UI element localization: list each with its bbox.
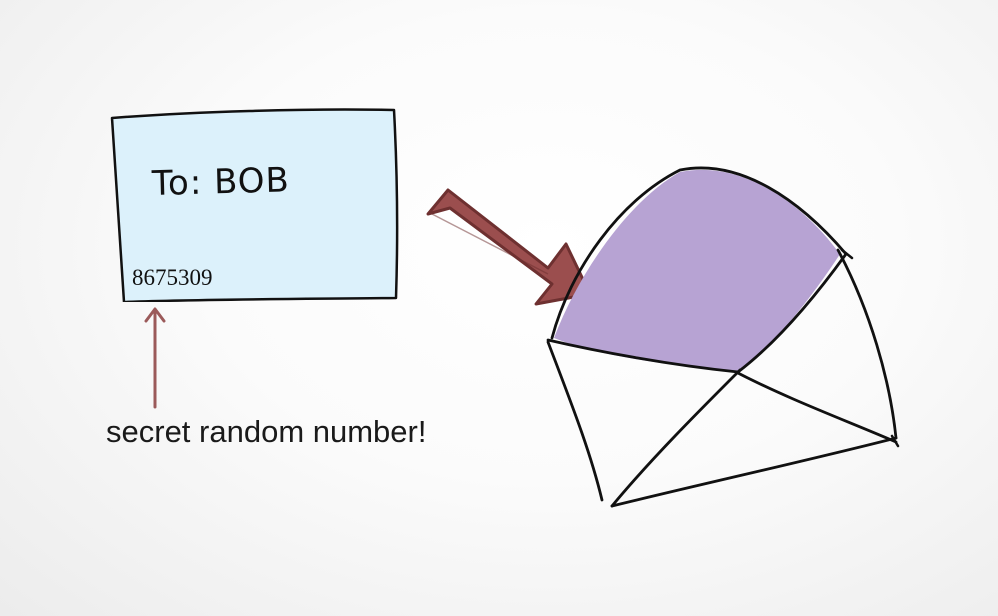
index-card: To: BOB 8675309	[108, 106, 400, 302]
caption-text: secret random number!	[106, 414, 427, 449]
open-envelope-icon	[546, 166, 900, 508]
card-recipient-text: To: BOB	[151, 160, 291, 204]
arrow-up-icon	[144, 307, 166, 409]
card-secret-number: 8675309	[132, 265, 213, 290]
index-card-icon	[110, 108, 399, 302]
envelope-flap	[554, 169, 840, 372]
